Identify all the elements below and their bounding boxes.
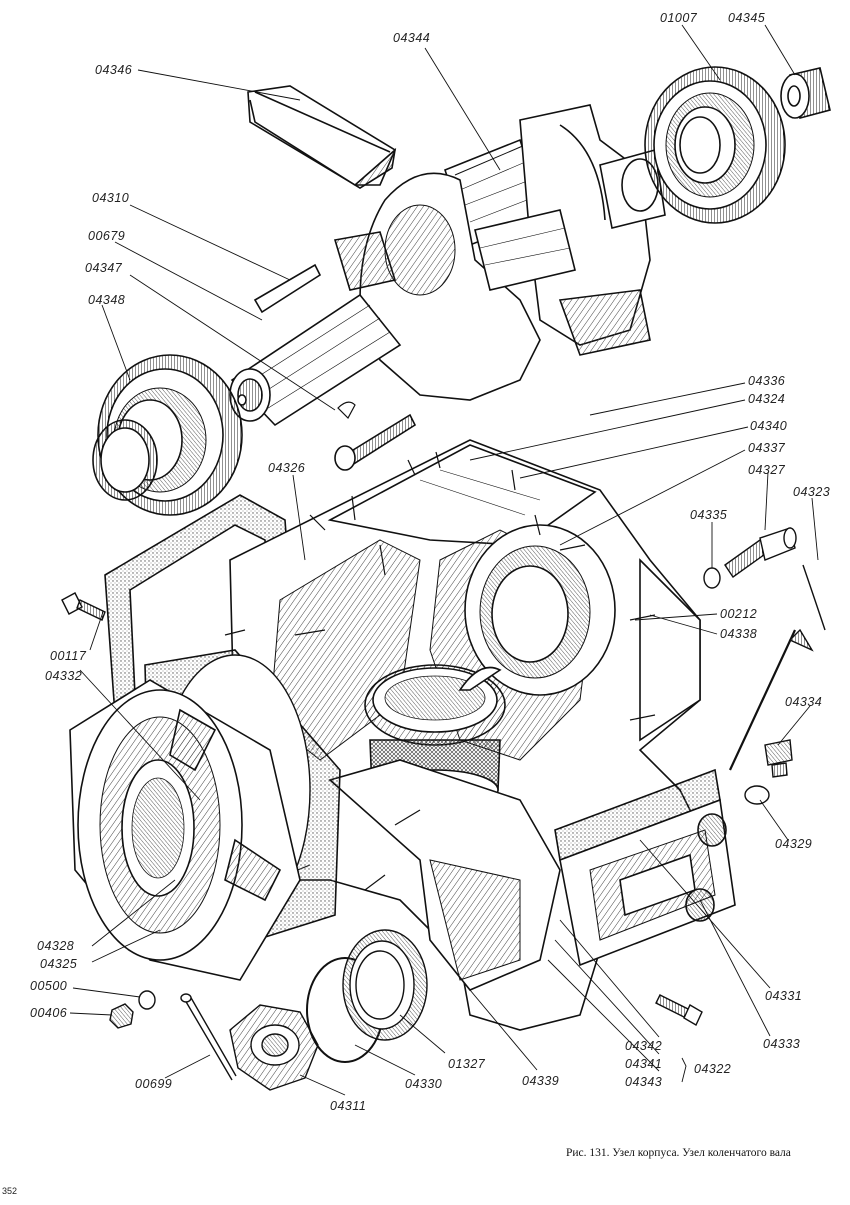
label-01327: 01327: [448, 1057, 486, 1071]
label-04325: 04325: [40, 957, 77, 971]
label-04346: 04346: [95, 63, 132, 77]
label-04340: 04340: [750, 419, 787, 433]
label-00500: 00500: [30, 979, 67, 993]
label-04348: 04348: [88, 293, 125, 307]
page-number: 352: [2, 1186, 18, 1196]
key-04310: [253, 263, 322, 314]
figure-caption: Рис. 131. Узел корпуса. Узел коленчатого…: [566, 1147, 791, 1159]
label-04336: 04336: [748, 374, 785, 388]
label-04329: 04329: [775, 837, 812, 851]
washer-00500: [138, 990, 156, 1010]
label-04335: 04335: [690, 508, 727, 522]
label-00212: 00212: [720, 607, 757, 621]
label-04328: 04328: [37, 939, 74, 953]
washer-04335: [703, 567, 721, 589]
leader-lines: [69, 24, 819, 1096]
label-04323: 04323: [793, 485, 830, 499]
label-04342: 04342: [625, 1039, 662, 1053]
plug-04334: [744, 739, 793, 805]
label-00679: 00679: [88, 229, 125, 243]
label-04327: 04327: [748, 463, 786, 477]
label-04344: 04344: [393, 31, 430, 45]
label-00406: 00406: [30, 1006, 67, 1020]
bearing-01007: [644, 66, 786, 224]
label-04347: 04347: [85, 261, 123, 275]
castle-nut-04311: [229, 1004, 319, 1091]
bolt-00117: [61, 592, 106, 621]
breather-04327: [724, 527, 797, 578]
label-04338: 04338: [720, 627, 757, 641]
cotter-pin-00699: [184, 995, 237, 1081]
side-cover-04331: [554, 768, 736, 967]
seal-01327: [342, 929, 428, 1041]
housing-group: [69, 439, 736, 1031]
small-parts-group: [61, 527, 826, 1091]
label-01007: 01007: [660, 11, 698, 25]
label-00117: 00117: [50, 649, 87, 663]
label-04324: 04324: [748, 392, 785, 406]
label-04322: 04322: [694, 1062, 731, 1076]
label-04332: 04332: [45, 669, 82, 683]
label-04311: 04311: [330, 1099, 366, 1113]
label-04345: 04345: [728, 11, 765, 25]
bearing-04348: [92, 354, 243, 516]
nut-00406: [109, 1003, 134, 1029]
bolt-lower-right: [655, 994, 703, 1026]
label-04331: 04331: [765, 989, 802, 1003]
label-04337: 04337: [748, 441, 786, 455]
crankshaft-group: [92, 66, 831, 516]
label-04310: 04310: [92, 191, 129, 205]
label-04333: 04333: [763, 1037, 800, 1051]
label-04334: 04334: [785, 695, 822, 709]
label-00699: 00699: [135, 1077, 172, 1091]
crankshaft: [229, 104, 666, 427]
label-04339: 04339: [522, 1074, 559, 1088]
counterweight-04346: [247, 85, 397, 189]
part-labels: 04346 04344 01007 04345 04310 00679 0434…: [30, 11, 830, 1113]
label-04326: 04326: [268, 461, 305, 475]
bush-04345: [780, 67, 831, 119]
dipstick-04323: [729, 564, 826, 771]
label-04330: 04330: [405, 1077, 442, 1091]
cotter-pin-00679: [337, 401, 356, 419]
label-04341: 04341: [625, 1057, 662, 1071]
front-cover-04325: [69, 649, 341, 981]
label-04343: 04343: [625, 1075, 662, 1089]
